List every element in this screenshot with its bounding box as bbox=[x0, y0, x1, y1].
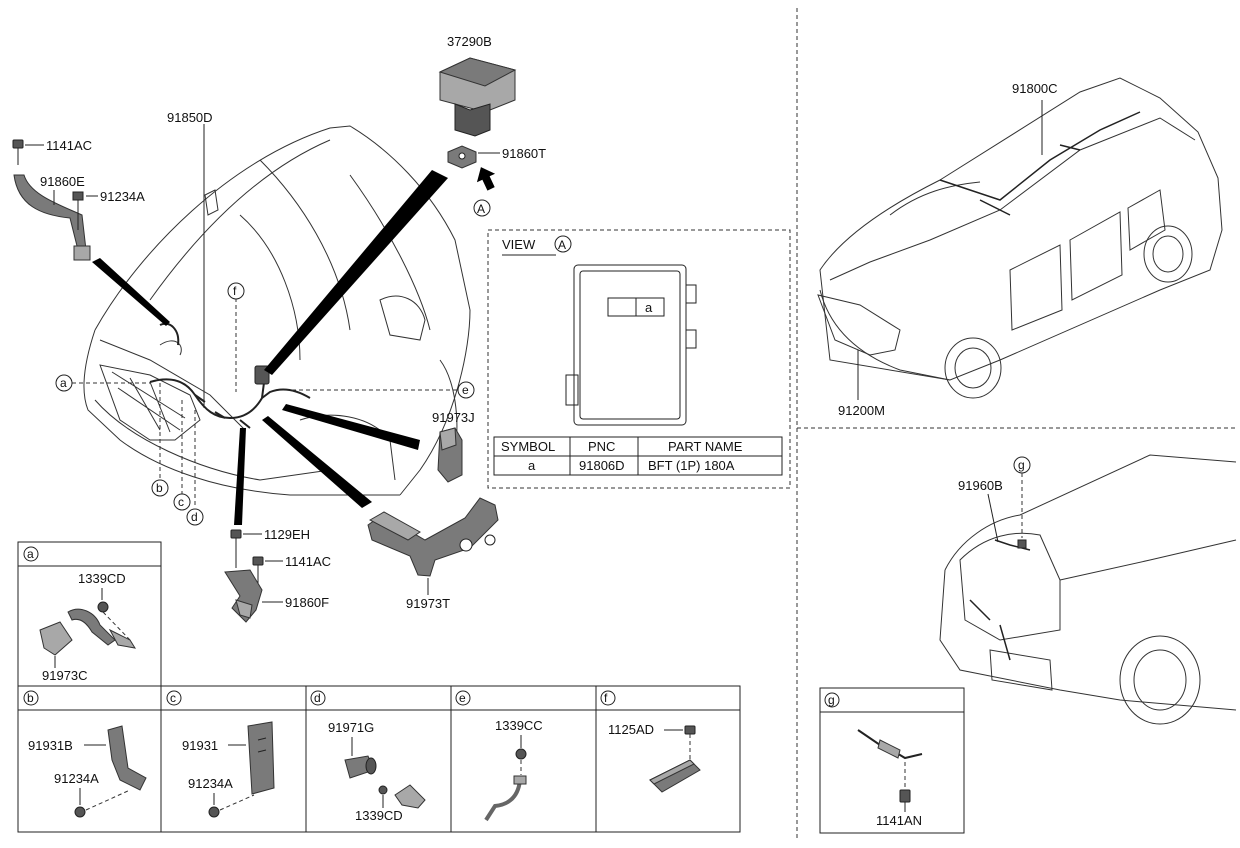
label-91800C: 91800C bbox=[1012, 81, 1058, 96]
callout-e: e bbox=[462, 383, 469, 397]
label-37290B: 37290B bbox=[447, 34, 492, 49]
label-91860E: 91860E bbox=[40, 174, 85, 189]
cover-91973J bbox=[437, 427, 463, 483]
detail-a-part-1: 1339CD bbox=[78, 571, 126, 586]
detail-tag-e: e bbox=[459, 691, 466, 705]
detail-row-frame bbox=[17, 685, 741, 833]
label-91960B: 91960B bbox=[958, 478, 1003, 493]
table-cell-symbol: a bbox=[528, 458, 536, 473]
label-91860F: 91860F bbox=[285, 595, 329, 610]
view-marker: A bbox=[558, 238, 566, 252]
detail-b-part-1: 91931B bbox=[28, 738, 73, 753]
detail-tag-c: c bbox=[170, 691, 176, 705]
label-1129EH: 1129EH bbox=[264, 527, 310, 542]
detail-tag-f: f bbox=[604, 691, 608, 705]
bracket-91931 bbox=[208, 721, 275, 818]
side-car-outline bbox=[817, 77, 1223, 399]
cable-91860F bbox=[224, 529, 264, 623]
detail-box-g bbox=[819, 687, 965, 834]
detail-tag-a: a bbox=[27, 547, 34, 561]
label-91973J: 91973J bbox=[432, 410, 475, 425]
callout-g: g bbox=[1018, 458, 1025, 472]
detail-box-a bbox=[17, 541, 162, 687]
bracket-91860T bbox=[447, 145, 477, 169]
detail-tag-b: b bbox=[27, 691, 34, 705]
detail-tag-d: d bbox=[314, 691, 321, 705]
label-91850D: 91850D bbox=[167, 110, 213, 125]
table-cell-part-name: BFT (1P) 180A bbox=[648, 458, 735, 473]
cable-91860E bbox=[12, 139, 91, 261]
detail-g-part-1: 1141AN bbox=[876, 813, 922, 828]
callout-a: a bbox=[60, 376, 67, 390]
leader-wedges bbox=[92, 170, 448, 525]
bracket-91931B bbox=[74, 725, 147, 818]
detail-c-part-1: 91931 bbox=[182, 738, 218, 753]
fuse-box-outline bbox=[565, 264, 697, 426]
parts-table bbox=[493, 436, 783, 476]
table-header-part-name: PART NAME bbox=[668, 439, 743, 454]
view-label: VIEW bbox=[502, 237, 536, 252]
label-91973T: 91973T bbox=[406, 596, 450, 611]
detail-f-part-1: 1125AD bbox=[608, 722, 654, 737]
callout-c: c bbox=[178, 495, 184, 509]
table-header-pnc: PNC bbox=[588, 439, 615, 454]
label-91860T: 91860T bbox=[502, 146, 546, 161]
label-91200M: 91200M bbox=[838, 403, 885, 418]
table-header-symbol: SYMBOL bbox=[501, 439, 555, 454]
bracket-91973T bbox=[367, 497, 499, 577]
table-cell-pnc: 91806D bbox=[579, 458, 625, 473]
callout-b: b bbox=[156, 481, 163, 495]
callout-leaders bbox=[72, 124, 458, 508]
detail-a-part-2: 91973C bbox=[42, 668, 88, 683]
module-37290B bbox=[438, 57, 517, 137]
detail-c-part-2: 91234A bbox=[188, 776, 233, 791]
bracket-91971G bbox=[344, 755, 426, 809]
callout-d: d bbox=[191, 510, 198, 524]
view-slot-a: a bbox=[645, 300, 653, 315]
bracket-f bbox=[649, 725, 701, 793]
detail-d-part-2: 1339CD bbox=[355, 808, 403, 823]
label-91234A-top: 91234A bbox=[100, 189, 145, 204]
marker-A-top: A bbox=[477, 202, 485, 216]
detail-e-part-1: 1339CC bbox=[495, 718, 543, 733]
rear-car-outline bbox=[939, 454, 1237, 725]
callout-f: f bbox=[233, 284, 237, 298]
detail-d-part-1: 91971G bbox=[328, 720, 374, 735]
engine-harness bbox=[149, 322, 311, 429]
detail-b-part-2: 91234A bbox=[54, 771, 99, 786]
label-1141AC-mid: 1141AC bbox=[285, 554, 331, 569]
arrow-up-icon bbox=[476, 167, 496, 191]
label-1141AC-top: 1141AC bbox=[46, 138, 92, 153]
detail-tag-g: g bbox=[828, 693, 835, 707]
cable-e bbox=[484, 748, 527, 822]
